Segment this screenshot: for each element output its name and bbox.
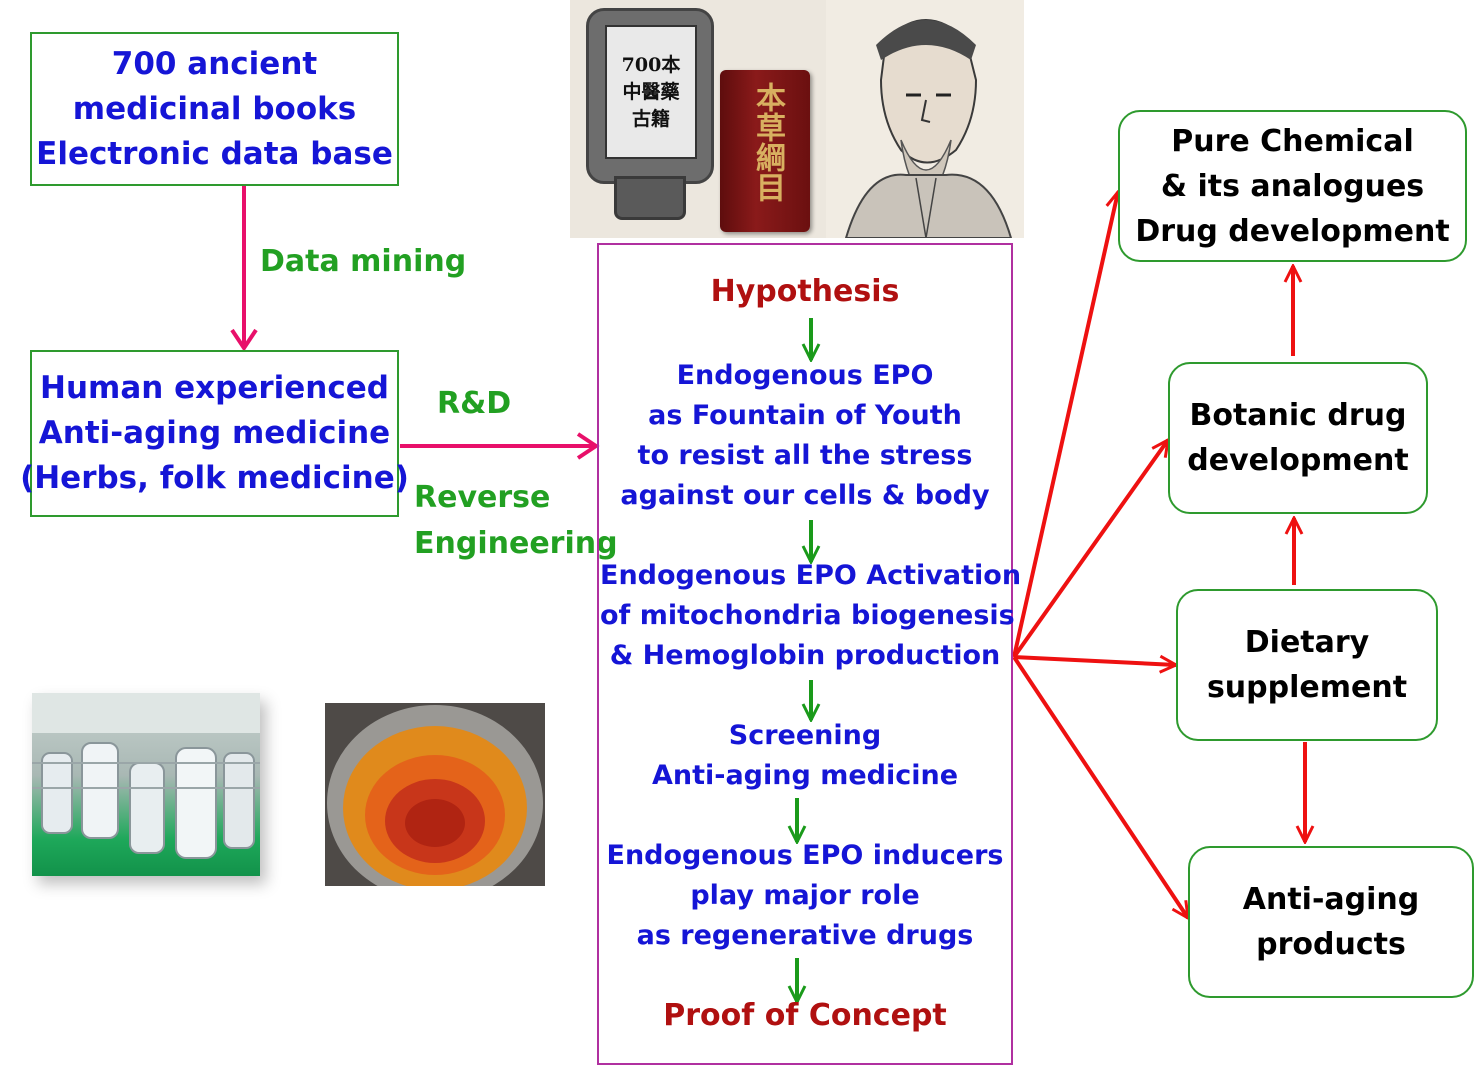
block4-line-1: Endogenous EPO inducers xyxy=(606,840,1004,871)
factory-photo xyxy=(32,693,260,876)
center-hypothesis-box xyxy=(597,243,1013,1065)
block4-line-3: as regenerative drugs xyxy=(636,920,974,951)
cooking-pot-photo xyxy=(325,703,545,886)
engineering-label: Engineering xyxy=(414,526,618,561)
ancient-books-illustration: 700本 中醫藥 古籍 本草綱目 xyxy=(570,0,1024,238)
arrow-to-botanic xyxy=(1012,440,1168,659)
human-line-2: Anti-aging medicine xyxy=(38,415,391,451)
factory-tanks-icon xyxy=(32,693,260,859)
reverse-label: Reverse xyxy=(414,480,551,515)
botanic-line-2: development xyxy=(1187,443,1409,478)
antiaging-line-2: products xyxy=(1256,927,1406,962)
human-experienced-box: Human experienced Anti-aging medicine (H… xyxy=(20,350,409,517)
pure-line-1: Pure Chemical xyxy=(1171,123,1414,159)
scholar-portrait xyxy=(826,0,1024,238)
dietary-line-2: supplement xyxy=(1206,670,1408,705)
data-mining-label: Data mining xyxy=(260,244,467,279)
block2-line-2: of mitochondria biogenesis xyxy=(600,600,1015,631)
data-mining-arrow xyxy=(230,186,258,352)
ancient-books-line-3: Electronic data base xyxy=(36,135,393,172)
ereader-line-3: 古籍 xyxy=(631,107,670,130)
block1-line-2: as Fountain of Youth xyxy=(648,400,962,431)
pure-chemical-box: Pure Chemical & its analogues Drug devel… xyxy=(1118,110,1467,262)
hypothesis-block-4: Endogenous EPO inducers play major role … xyxy=(600,836,1010,956)
rnd-arrow xyxy=(400,432,600,460)
hypothesis-title: Hypothesis xyxy=(710,274,900,309)
dietary-supplement-box: Dietary supplement xyxy=(1176,589,1438,741)
block1-line-1: Endogenous EPO xyxy=(676,360,934,391)
antiaging-products-box: Anti-aging products xyxy=(1188,846,1474,998)
dietary-line-1: Dietary xyxy=(1244,625,1370,660)
block3-line-1: Screening xyxy=(728,720,882,751)
human-line-3: (Herbs, folk medicine) xyxy=(20,460,409,496)
hypothesis-block-2: Endogenous EPO Activation of mitochondri… xyxy=(600,556,1022,676)
arrow-to-pure-chemical xyxy=(1012,192,1118,658)
ereader-icon: 700本 中醫藥 古籍 xyxy=(586,8,714,184)
arrow-to-dietary xyxy=(1013,657,1176,665)
compendium-book-icon: 本草綱目 xyxy=(720,70,810,232)
block1-line-4: against our cells & body xyxy=(620,480,990,511)
ereader-line-1: 700本 xyxy=(621,53,681,76)
arrow-to-antiaging xyxy=(1012,655,1188,918)
ereader-line-2: 中醫藥 xyxy=(622,80,680,103)
block4-line-2: play major role xyxy=(690,880,920,911)
antiaging-line-1: Anti-aging xyxy=(1242,882,1420,917)
block2-line-3: & Hemoglobin production xyxy=(609,640,1001,671)
pure-line-3: Drug development xyxy=(1135,213,1450,249)
botanic-line-1: Botanic drug xyxy=(1189,398,1407,433)
block2-line-1: Endogenous EPO Activation xyxy=(600,560,1022,591)
block1-line-3: to resist all the stress xyxy=(637,440,973,471)
pot-with-herbs-icon xyxy=(325,703,545,886)
portrait-sketch-icon xyxy=(844,19,1013,238)
book-title: 本草綱目 xyxy=(750,82,785,202)
ancient-books-box: 700 ancient medicinal books Electronic d… xyxy=(30,32,399,186)
rnd-label: R&D xyxy=(437,386,512,421)
ancient-books-line-1: 700 ancient xyxy=(111,45,318,82)
ancient-books-line-2: medicinal books xyxy=(72,90,357,127)
hypothesis-block-1: Endogenous EPO as Fountain of Youth to r… xyxy=(600,356,1010,516)
pure-line-2: & its analogues xyxy=(1160,168,1425,204)
human-line-1: Human experienced xyxy=(40,370,389,406)
hypothesis-block-3: Screening Anti-aging medicine xyxy=(600,716,1010,796)
block3-line-2: Anti-aging medicine xyxy=(651,760,959,791)
botanic-drug-box: Botanic drug development xyxy=(1168,362,1428,514)
proof-of-concept: Proof of Concept xyxy=(663,998,947,1033)
